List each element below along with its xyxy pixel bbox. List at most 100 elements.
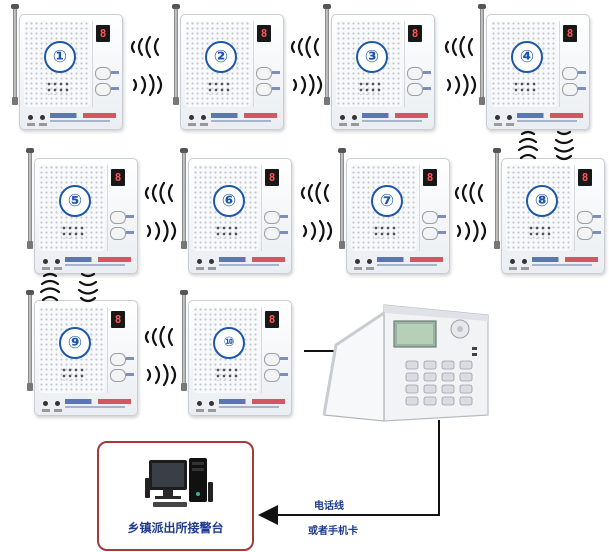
unit-number: ⑨	[59, 327, 91, 359]
power-led-icon	[197, 401, 202, 406]
button-label-mark	[111, 87, 119, 90]
control-panel: 8	[574, 165, 601, 251]
mic-holes	[528, 225, 552, 239]
button-label-mark	[280, 357, 288, 360]
alarm-button[interactable]	[95, 67, 111, 80]
unit-number: ⑦	[371, 185, 403, 217]
led-label-mark	[494, 123, 502, 126]
led-label-mark	[354, 267, 362, 270]
digit-display: 8	[563, 25, 577, 42]
antenna-icon	[180, 148, 188, 249]
control-panel: 8	[253, 21, 280, 107]
mic-holes	[358, 81, 382, 95]
digit-display: 8	[265, 169, 279, 186]
cancel-button[interactable]	[110, 227, 126, 240]
unit-body: ⑦ 8	[346, 158, 450, 274]
button-label-mark	[593, 231, 601, 234]
mic-holes	[215, 225, 239, 239]
alarm-unit-4: ④ 8	[478, 4, 590, 130]
signal-led-icon	[507, 115, 512, 120]
alarm-button[interactable]	[110, 353, 126, 366]
alarm-unit-3: ③ 8	[323, 4, 435, 130]
signal-led-icon	[55, 259, 60, 264]
cancel-button[interactable]	[422, 227, 438, 240]
brand-subtext	[532, 264, 592, 266]
brand-logo	[50, 113, 116, 118]
power-led-icon	[495, 115, 500, 120]
alarm-button[interactable]	[577, 211, 593, 224]
unit-number: ②	[205, 41, 237, 73]
antenna-icon	[493, 148, 501, 249]
button-label-mark	[438, 215, 446, 218]
connection-label-phone-line: 电话线	[314, 501, 344, 512]
power-led-icon	[197, 259, 202, 264]
cancel-button[interactable]	[264, 227, 280, 240]
unit-number: ④	[511, 41, 543, 73]
speaker-grille: ④	[491, 21, 557, 107]
power-led-icon	[43, 259, 48, 264]
alarm-button[interactable]	[110, 211, 126, 224]
computer-icon	[145, 456, 213, 510]
cancel-button[interactable]	[110, 369, 126, 382]
wireless-signal-icon	[128, 35, 168, 102]
alarm-button[interactable]	[562, 67, 578, 80]
power-led-icon	[189, 115, 194, 120]
signal-led-icon	[55, 401, 60, 406]
alarm-unit-5: ⑤ 8	[26, 148, 138, 274]
led-label-mark	[339, 123, 347, 126]
digit-display: 8	[265, 311, 279, 328]
alarm-unit-8: ⑧ 8	[493, 148, 605, 274]
antenna-icon	[338, 148, 346, 249]
wireless-signal-icon	[142, 181, 182, 248]
alarm-button[interactable]	[422, 211, 438, 224]
cancel-button[interactable]	[562, 83, 578, 96]
unit-body: ① 8	[19, 14, 123, 130]
speaker-grille: ⑥	[193, 165, 259, 251]
brand-logo	[362, 113, 428, 118]
cancel-button[interactable]	[256, 83, 272, 96]
digit-display: 8	[111, 311, 125, 328]
cancel-button[interactable]	[407, 83, 423, 96]
unit-body: ⑥ 8	[188, 158, 292, 274]
antenna-icon	[172, 4, 180, 105]
brand-subtext	[219, 264, 279, 266]
brand-logo	[377, 257, 443, 262]
speaker-grille: ⑧	[506, 165, 572, 251]
control-panel: 8	[261, 165, 288, 251]
antenna-icon	[323, 4, 331, 105]
speaker-grille: ⑤	[39, 165, 105, 251]
cancel-button[interactable]	[264, 369, 280, 382]
alarm-button[interactable]	[264, 353, 280, 366]
digit-display: 8	[423, 169, 437, 186]
cancel-button[interactable]	[95, 83, 111, 96]
police-station-label: 乡镇派出所接警台	[127, 521, 224, 535]
brand-subtext	[219, 406, 279, 408]
led-label-mark	[54, 267, 62, 270]
alarm-button[interactable]	[264, 211, 280, 224]
speaker-grille: ⑩	[193, 307, 259, 393]
led-label-mark	[39, 123, 47, 126]
unit-number: ⑥	[213, 185, 245, 217]
digit-display: 8	[578, 169, 592, 186]
button-label-mark	[280, 373, 288, 376]
wireless-signal-icon	[288, 35, 328, 102]
alarm-button[interactable]	[407, 67, 423, 80]
mic-holes	[207, 81, 231, 95]
cancel-button[interactable]	[577, 227, 593, 240]
alarm-unit-6: ⑥ 8	[180, 148, 292, 274]
digit-display: 8	[257, 25, 271, 42]
digit-display: 8	[408, 25, 422, 42]
button-label-mark	[272, 87, 280, 90]
control-panel: 8	[107, 307, 134, 393]
speaker-grille: ⑦	[351, 165, 417, 251]
button-label-mark	[423, 87, 431, 90]
wireless-signal-vertical-icon	[517, 128, 578, 166]
antenna-icon	[11, 4, 19, 105]
led-label-mark	[208, 267, 216, 270]
led-label-mark	[196, 267, 204, 270]
power-led-icon	[28, 115, 33, 120]
button-label-mark	[126, 373, 134, 376]
alarm-button[interactable]	[256, 67, 272, 80]
control-panel: 8	[404, 21, 431, 107]
speaker-grille: ①	[24, 21, 90, 107]
